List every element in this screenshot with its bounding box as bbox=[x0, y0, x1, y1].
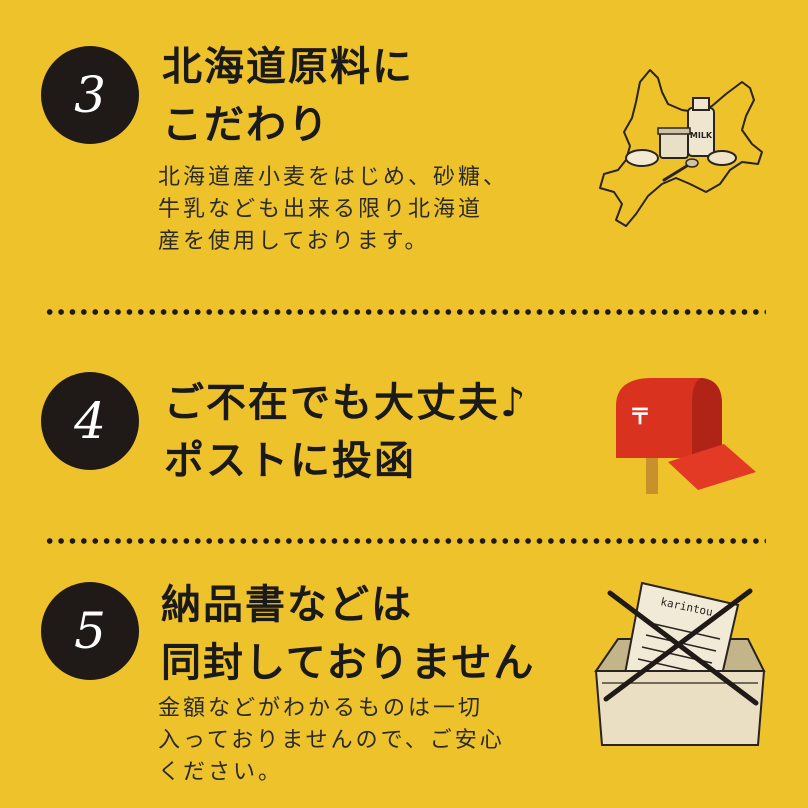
section-description: 金額などがわかるものは一切 入っておりませんので、ご安心 ください。 bbox=[158, 693, 505, 789]
cross-out-icon bbox=[603, 588, 759, 706]
hokkaido-map-illustration: MILK bbox=[599, 69, 763, 227]
spoon-icon bbox=[662, 158, 699, 182]
step-number: 5 bbox=[74, 602, 106, 660]
section-title: 納品書などは 同封しておりません bbox=[161, 576, 535, 692]
dotted-divider bbox=[44, 538, 766, 544]
postal-mark: 〒 bbox=[629, 405, 651, 430]
step-number-badge: 3 bbox=[41, 46, 139, 144]
title-line: 北海道原料に bbox=[162, 44, 414, 90]
milk-label: MILK bbox=[690, 131, 713, 140]
title-line: 納品書などは bbox=[161, 582, 413, 628]
description-line: ください。 bbox=[158, 760, 284, 785]
dotted-divider bbox=[44, 309, 766, 315]
flour-bowl-icon bbox=[625, 149, 659, 167]
description-line: 牛乳なども出来る限り北海道 bbox=[158, 197, 484, 222]
mailbox-icon: 〒 bbox=[616, 378, 756, 494]
milk-bottle-icon: MILK bbox=[687, 97, 715, 157]
section-no-invoice: 5 納品書などは 同封しておりません 金額などがわかるものは一切 入っておりませ… bbox=[0, 545, 808, 808]
description-line: 北海道産小麦をはじめ、砂糖、 bbox=[158, 165, 509, 190]
title-line: ご不在でも大丈夫♪ bbox=[164, 380, 528, 426]
jar-icon bbox=[657, 127, 691, 159]
section-mailbox-delivery: 4 ご不在でも大丈夫♪ ポストに投函 〒 bbox=[0, 320, 808, 540]
title-line: ポストに投函 bbox=[164, 438, 416, 484]
section-description: 北海道産小麦をはじめ、砂糖、 牛乳なども出来る限り北海道 産を使用しております。 bbox=[158, 162, 508, 258]
section-hokkaido-ingredients: 3 北海道原料に こだわり 北海道産小麦をはじめ、砂糖、 牛乳なども出来る限り北… bbox=[0, 0, 808, 300]
step-number-badge: 4 bbox=[41, 372, 139, 470]
description-line: 産を使用しております。 bbox=[158, 229, 430, 254]
sugar-bowl-icon bbox=[707, 150, 737, 166]
box-with-crossed-invoice-illustration: karintou bbox=[594, 581, 766, 746]
description-line: 入っておりませんので、ご安心 bbox=[158, 728, 505, 753]
step-number-badge: 5 bbox=[41, 582, 139, 680]
title-line: 同封しておりません bbox=[161, 640, 536, 686]
title-line: こだわり bbox=[162, 102, 330, 148]
description-line: 金額などがわかるものは一切 bbox=[158, 696, 484, 721]
step-number: 4 bbox=[74, 392, 106, 450]
section-title: ご不在でも大丈夫♪ ポストに投函 bbox=[164, 374, 528, 490]
section-title: 北海道原料に こだわり bbox=[162, 38, 414, 154]
step-number: 3 bbox=[74, 66, 106, 124]
